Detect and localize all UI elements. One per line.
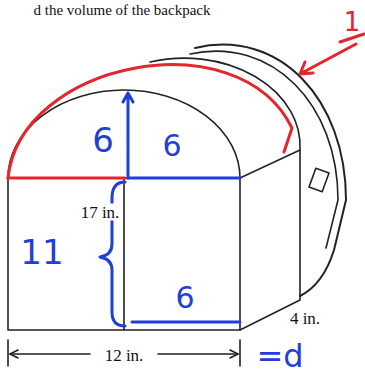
side-face <box>240 150 300 330</box>
diameter-note: =d <box>254 340 305 372</box>
height-number: 11 <box>18 235 65 269</box>
radius-number: 6 <box>90 123 116 157</box>
seam <box>123 178 125 330</box>
fraction-number: 1 <box>342 9 363 35</box>
red-arrow <box>300 44 356 74</box>
radius-number: 6 <box>160 131 183 161</box>
blue-underline <box>132 321 240 324</box>
dimension-label: 17 in. <box>79 204 122 221</box>
strap-inner <box>190 51 338 248</box>
dimension-label: 4 in. <box>288 310 322 327</box>
buckle <box>309 168 329 192</box>
dimension-tick <box>8 340 240 366</box>
front-dome <box>8 90 240 178</box>
radius-number: 6 <box>173 283 196 313</box>
strap <box>195 45 346 296</box>
dimension-label: 12 in. <box>103 347 146 364</box>
fraction-bar <box>340 34 364 42</box>
front-face <box>8 178 240 330</box>
blue-radius <box>123 93 133 178</box>
blue-radius-horizontal <box>128 177 240 180</box>
heading-fragment: d the volume of the backpack <box>31 3 212 18</box>
red-diameter <box>8 177 125 180</box>
red-arc <box>8 65 292 178</box>
